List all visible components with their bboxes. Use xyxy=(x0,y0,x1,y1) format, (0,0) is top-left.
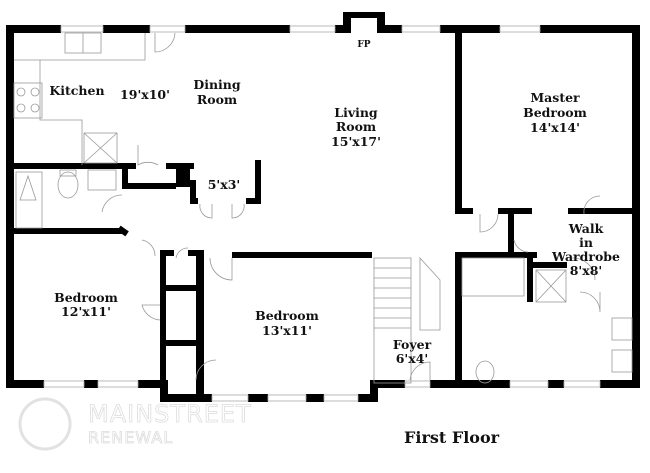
bedroom1-label: Bedroom xyxy=(54,290,118,305)
walkin-label-2: in xyxy=(579,235,593,250)
watermark: MAINSTREET RENEWAL xyxy=(18,397,252,451)
walkin-label-1: Walk xyxy=(568,221,604,236)
bedroom1-size: 12'x11' xyxy=(61,304,111,319)
bedroom2-label: Bedroom xyxy=(255,308,319,323)
living-label-1: Living xyxy=(334,105,378,120)
fireplace-label: FP xyxy=(357,40,370,50)
living-label-2: Room xyxy=(336,119,376,134)
foyer-size: 6'x4' xyxy=(396,351,429,366)
walkin-size: 8'x8' xyxy=(570,263,603,278)
windows xyxy=(43,25,601,402)
living-size: 15'x17' xyxy=(331,134,381,149)
kitchen-dining-size: 19'x10' xyxy=(120,87,170,102)
walkin-label-3: Wardrobe xyxy=(551,249,620,264)
kitchen-label: Kitchen xyxy=(49,83,104,98)
logo-icon xyxy=(18,397,72,451)
master-label-2: Bedroom xyxy=(523,105,587,120)
floor-title: First Floor xyxy=(404,428,500,447)
dining-label-1: Dining xyxy=(193,77,241,92)
walls xyxy=(6,12,640,402)
watermark-line2: RENEWAL xyxy=(88,428,173,447)
watermark-line1: MAINSTREET xyxy=(88,400,252,428)
dining-label-2: Room xyxy=(197,92,237,107)
bedroom2-size: 13'x11' xyxy=(262,323,312,338)
master-size: 14'x14' xyxy=(530,120,580,135)
fixtures xyxy=(13,32,633,384)
foyer-label: Foyer xyxy=(393,337,432,352)
master-label-1: Master xyxy=(530,90,580,105)
closet-size: 5'x3' xyxy=(208,177,241,192)
